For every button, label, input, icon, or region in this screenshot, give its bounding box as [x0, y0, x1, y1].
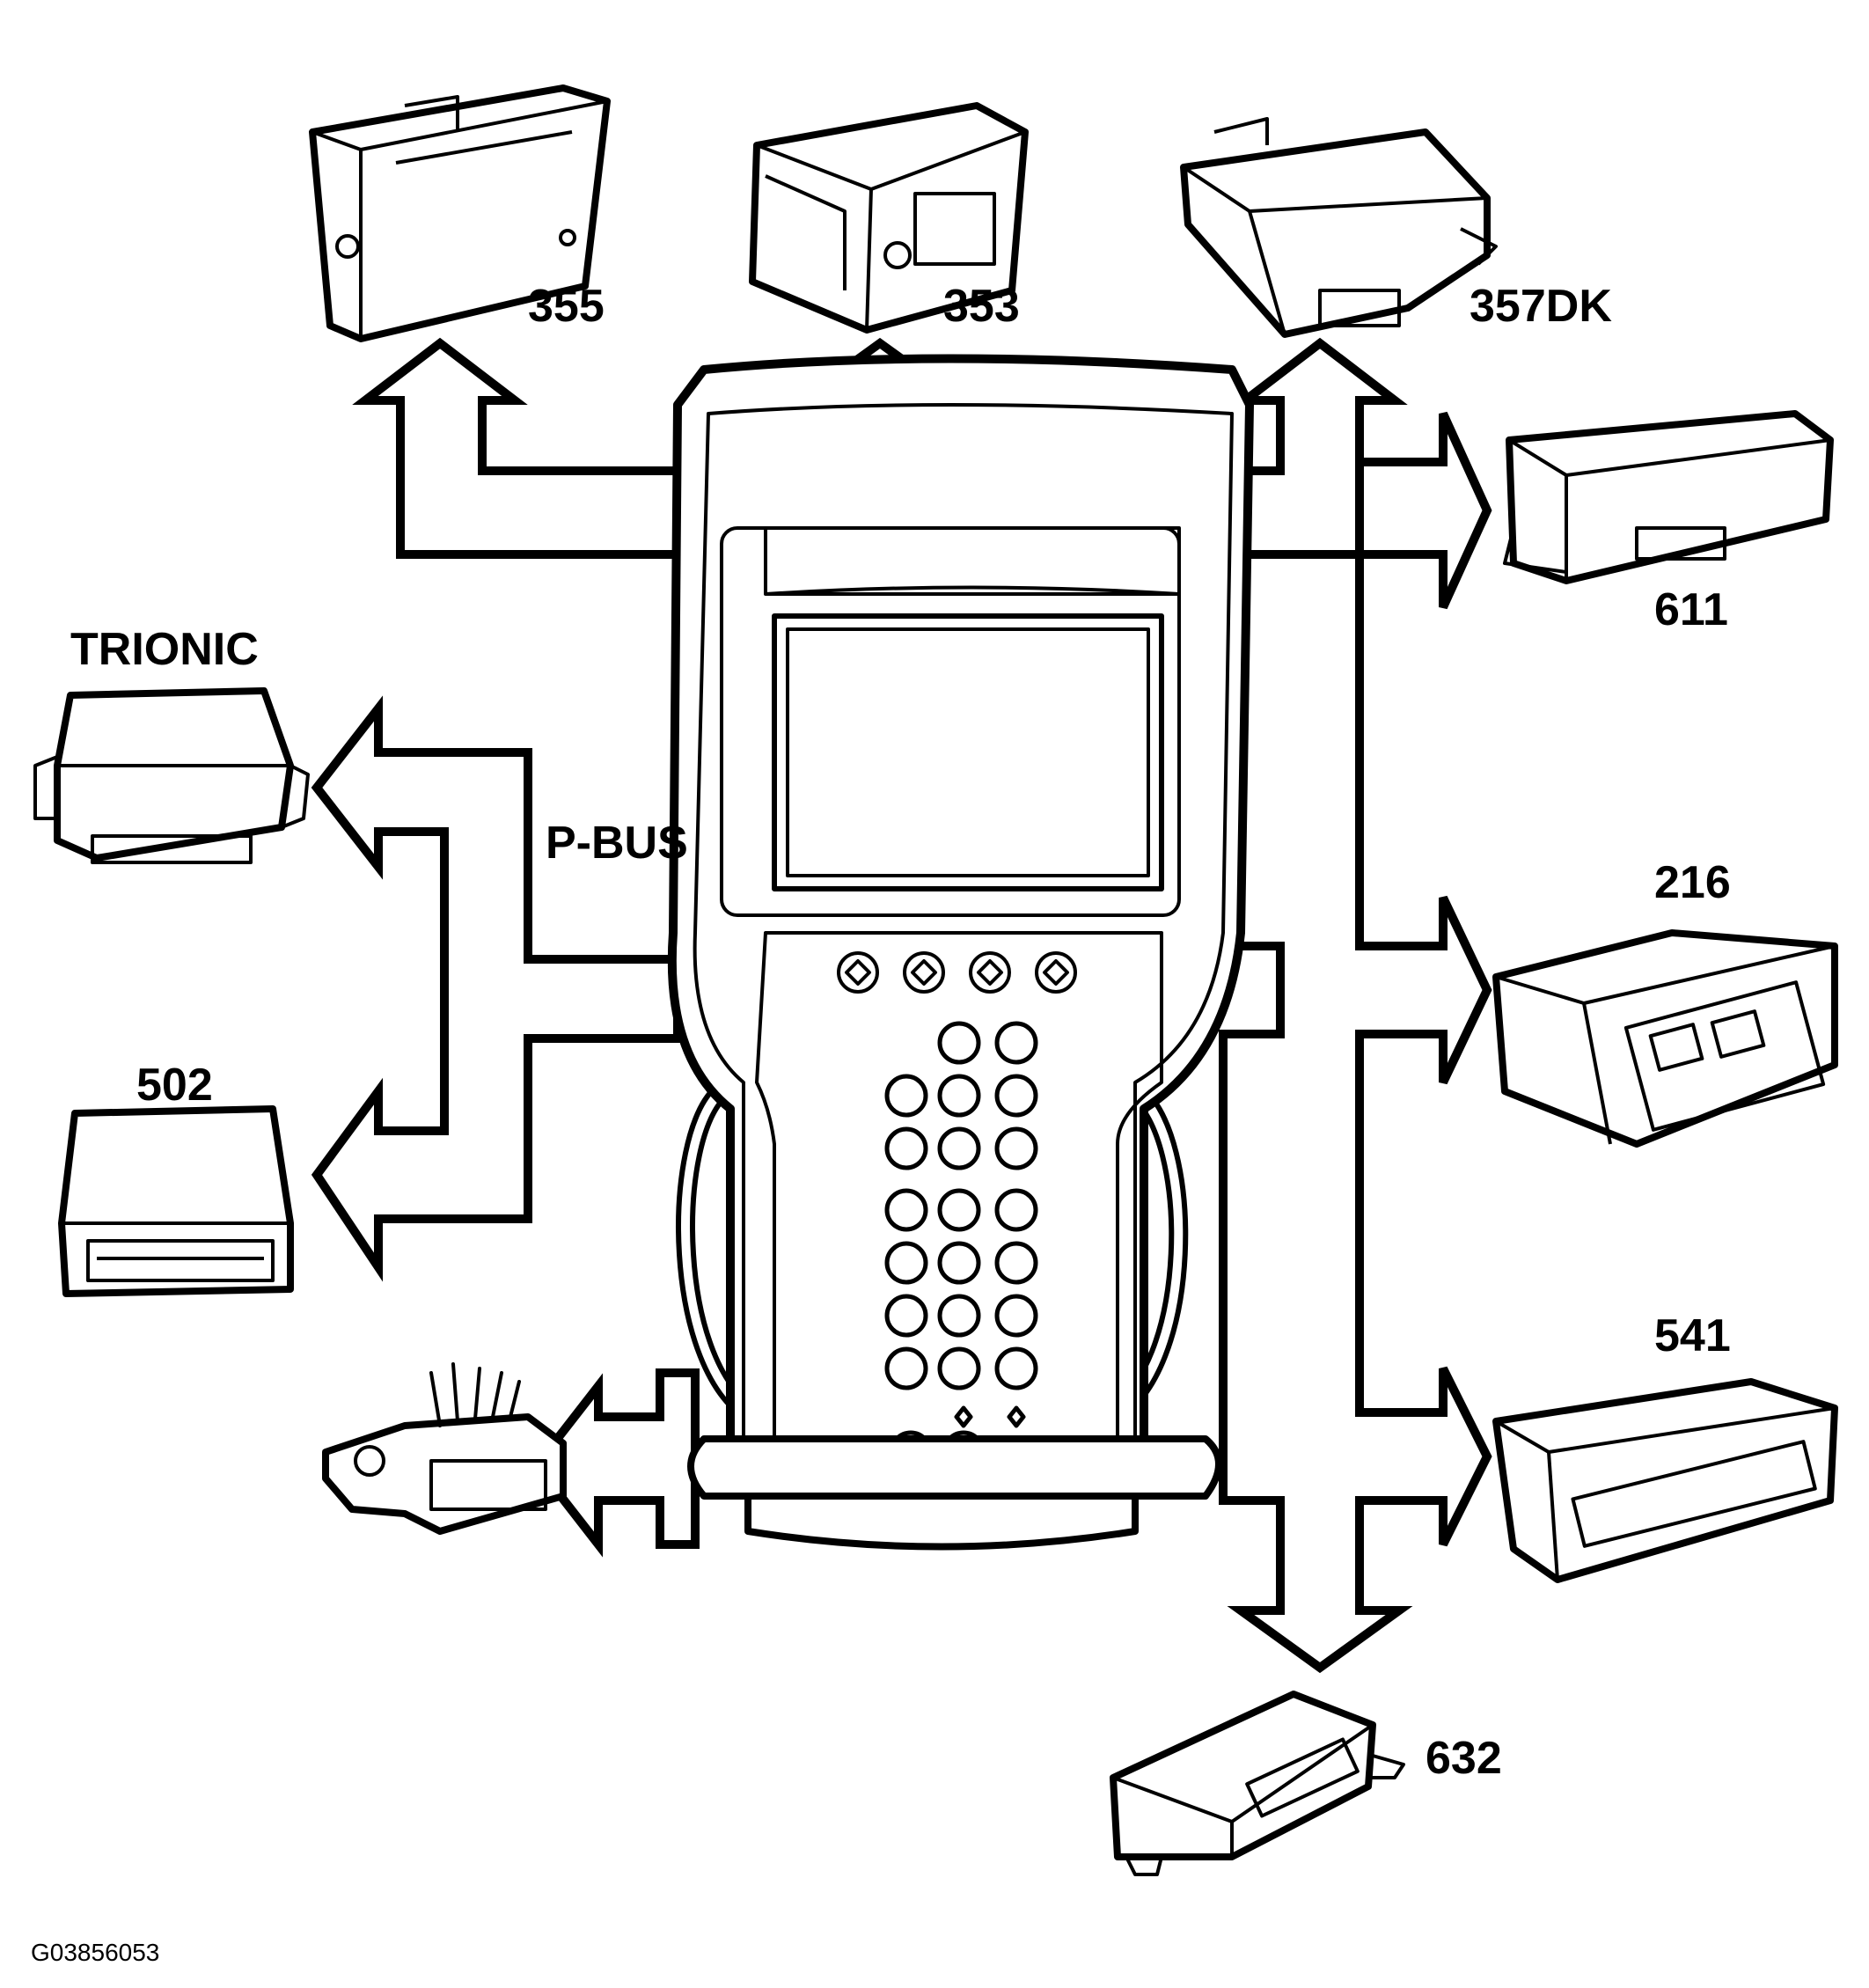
arrow-pbus-trionic	[311, 695, 682, 1282]
label-611: 611	[1654, 584, 1728, 635]
label-trionic: TRIONIC	[70, 624, 259, 675]
module-541	[1492, 1378, 1838, 1583]
label-353: 353	[943, 281, 1020, 332]
label-355: 355	[528, 281, 605, 332]
dlc-connector-icon	[322, 1362, 567, 1535]
diagnostic-tool-icon	[667, 354, 1254, 1551]
module-502	[58, 1105, 294, 1297]
label-541: 541	[1654, 1310, 1731, 1361]
arrow-right-trunk	[1219, 411, 1492, 1674]
module-353	[749, 102, 1029, 334]
module-216	[1492, 929, 1838, 1148]
module-632	[1110, 1691, 1405, 1876]
arrow-connector	[531, 1368, 700, 1558]
label-216: 216	[1654, 857, 1731, 908]
module-357dk	[1180, 117, 1498, 338]
label-502: 502	[136, 1060, 213, 1111]
module-611	[1503, 410, 1834, 584]
figure-id: G03856053	[31, 1939, 159, 1966]
label-357dk: 357DK	[1470, 281, 1612, 332]
label-pbus: P-BUS	[546, 818, 688, 869]
label-632: 632	[1426, 1733, 1502, 1784]
module-355	[309, 84, 611, 342]
module-trionic	[33, 687, 310, 864]
